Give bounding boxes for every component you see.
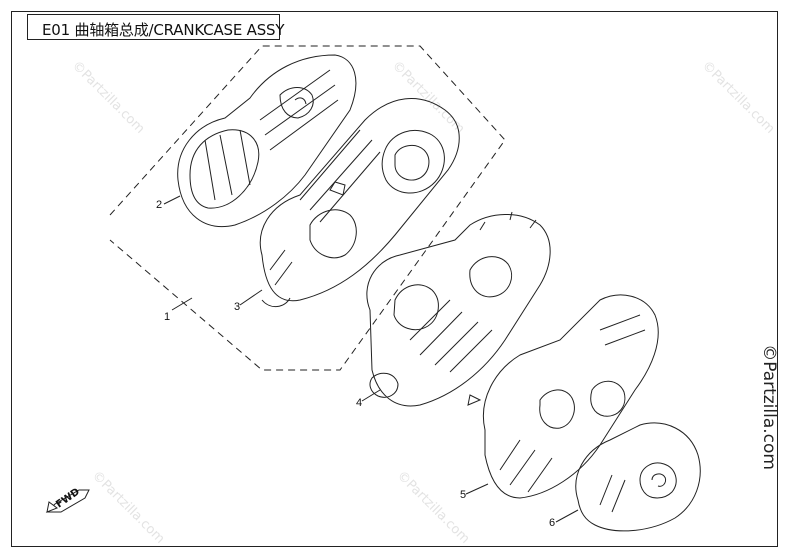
callout-1: 1	[164, 311, 171, 323]
part-5-crankcase-right	[467, 294, 659, 499]
part-3-inner-cover	[259, 98, 460, 307]
callout-3: 3	[234, 301, 241, 313]
callout-4: 4	[356, 397, 363, 409]
callout-6: 6	[549, 517, 556, 529]
page-title: E01 曲轴箱总成/CRANKCASE ASSY	[42, 21, 285, 39]
fwd-arrow-icon: FWD	[45, 486, 91, 514]
diagram-frame	[11, 11, 778, 547]
part-4-crankcase-left	[366, 211, 551, 407]
callout-2: 2	[156, 199, 163, 211]
title-box: E01 曲轴箱总成/CRANKCASE ASSY	[27, 14, 285, 40]
part-2-outer-cover	[177, 54, 357, 227]
part-6-stator-cover	[575, 422, 701, 532]
side-watermark: ©Partzilla.com	[759, 344, 779, 470]
leader-lines	[163, 195, 579, 523]
arrow-icon	[45, 489, 90, 513]
callout-5: 5	[460, 489, 467, 501]
